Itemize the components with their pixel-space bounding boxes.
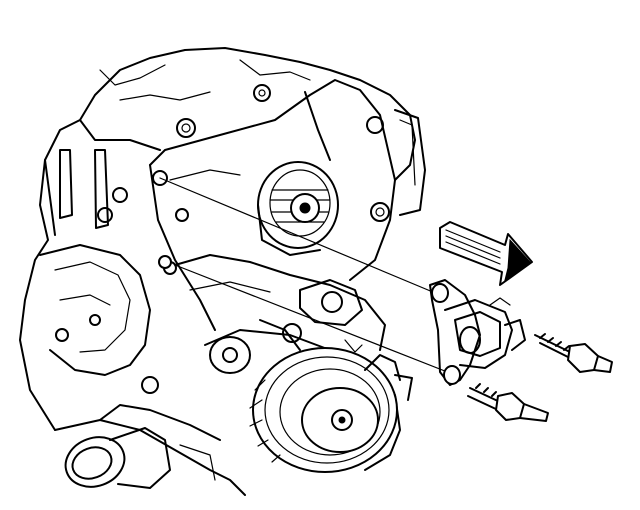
engine-block-icon bbox=[19, 47, 416, 431]
water-pump-pulley-icon bbox=[204, 329, 413, 473]
timing-cover-icon bbox=[149, 79, 426, 351]
bolt-icon bbox=[467, 383, 549, 422]
bracket-icon bbox=[429, 279, 526, 386]
idler-pulley-icon bbox=[257, 161, 339, 256]
coolant-outlet-icon bbox=[54, 404, 246, 496]
direction-arrow-icon bbox=[439, 221, 533, 286]
alignment-lines bbox=[159, 177, 456, 376]
bolt-icon bbox=[534, 333, 613, 373]
tensioner-pulley-icon bbox=[209, 319, 363, 374]
